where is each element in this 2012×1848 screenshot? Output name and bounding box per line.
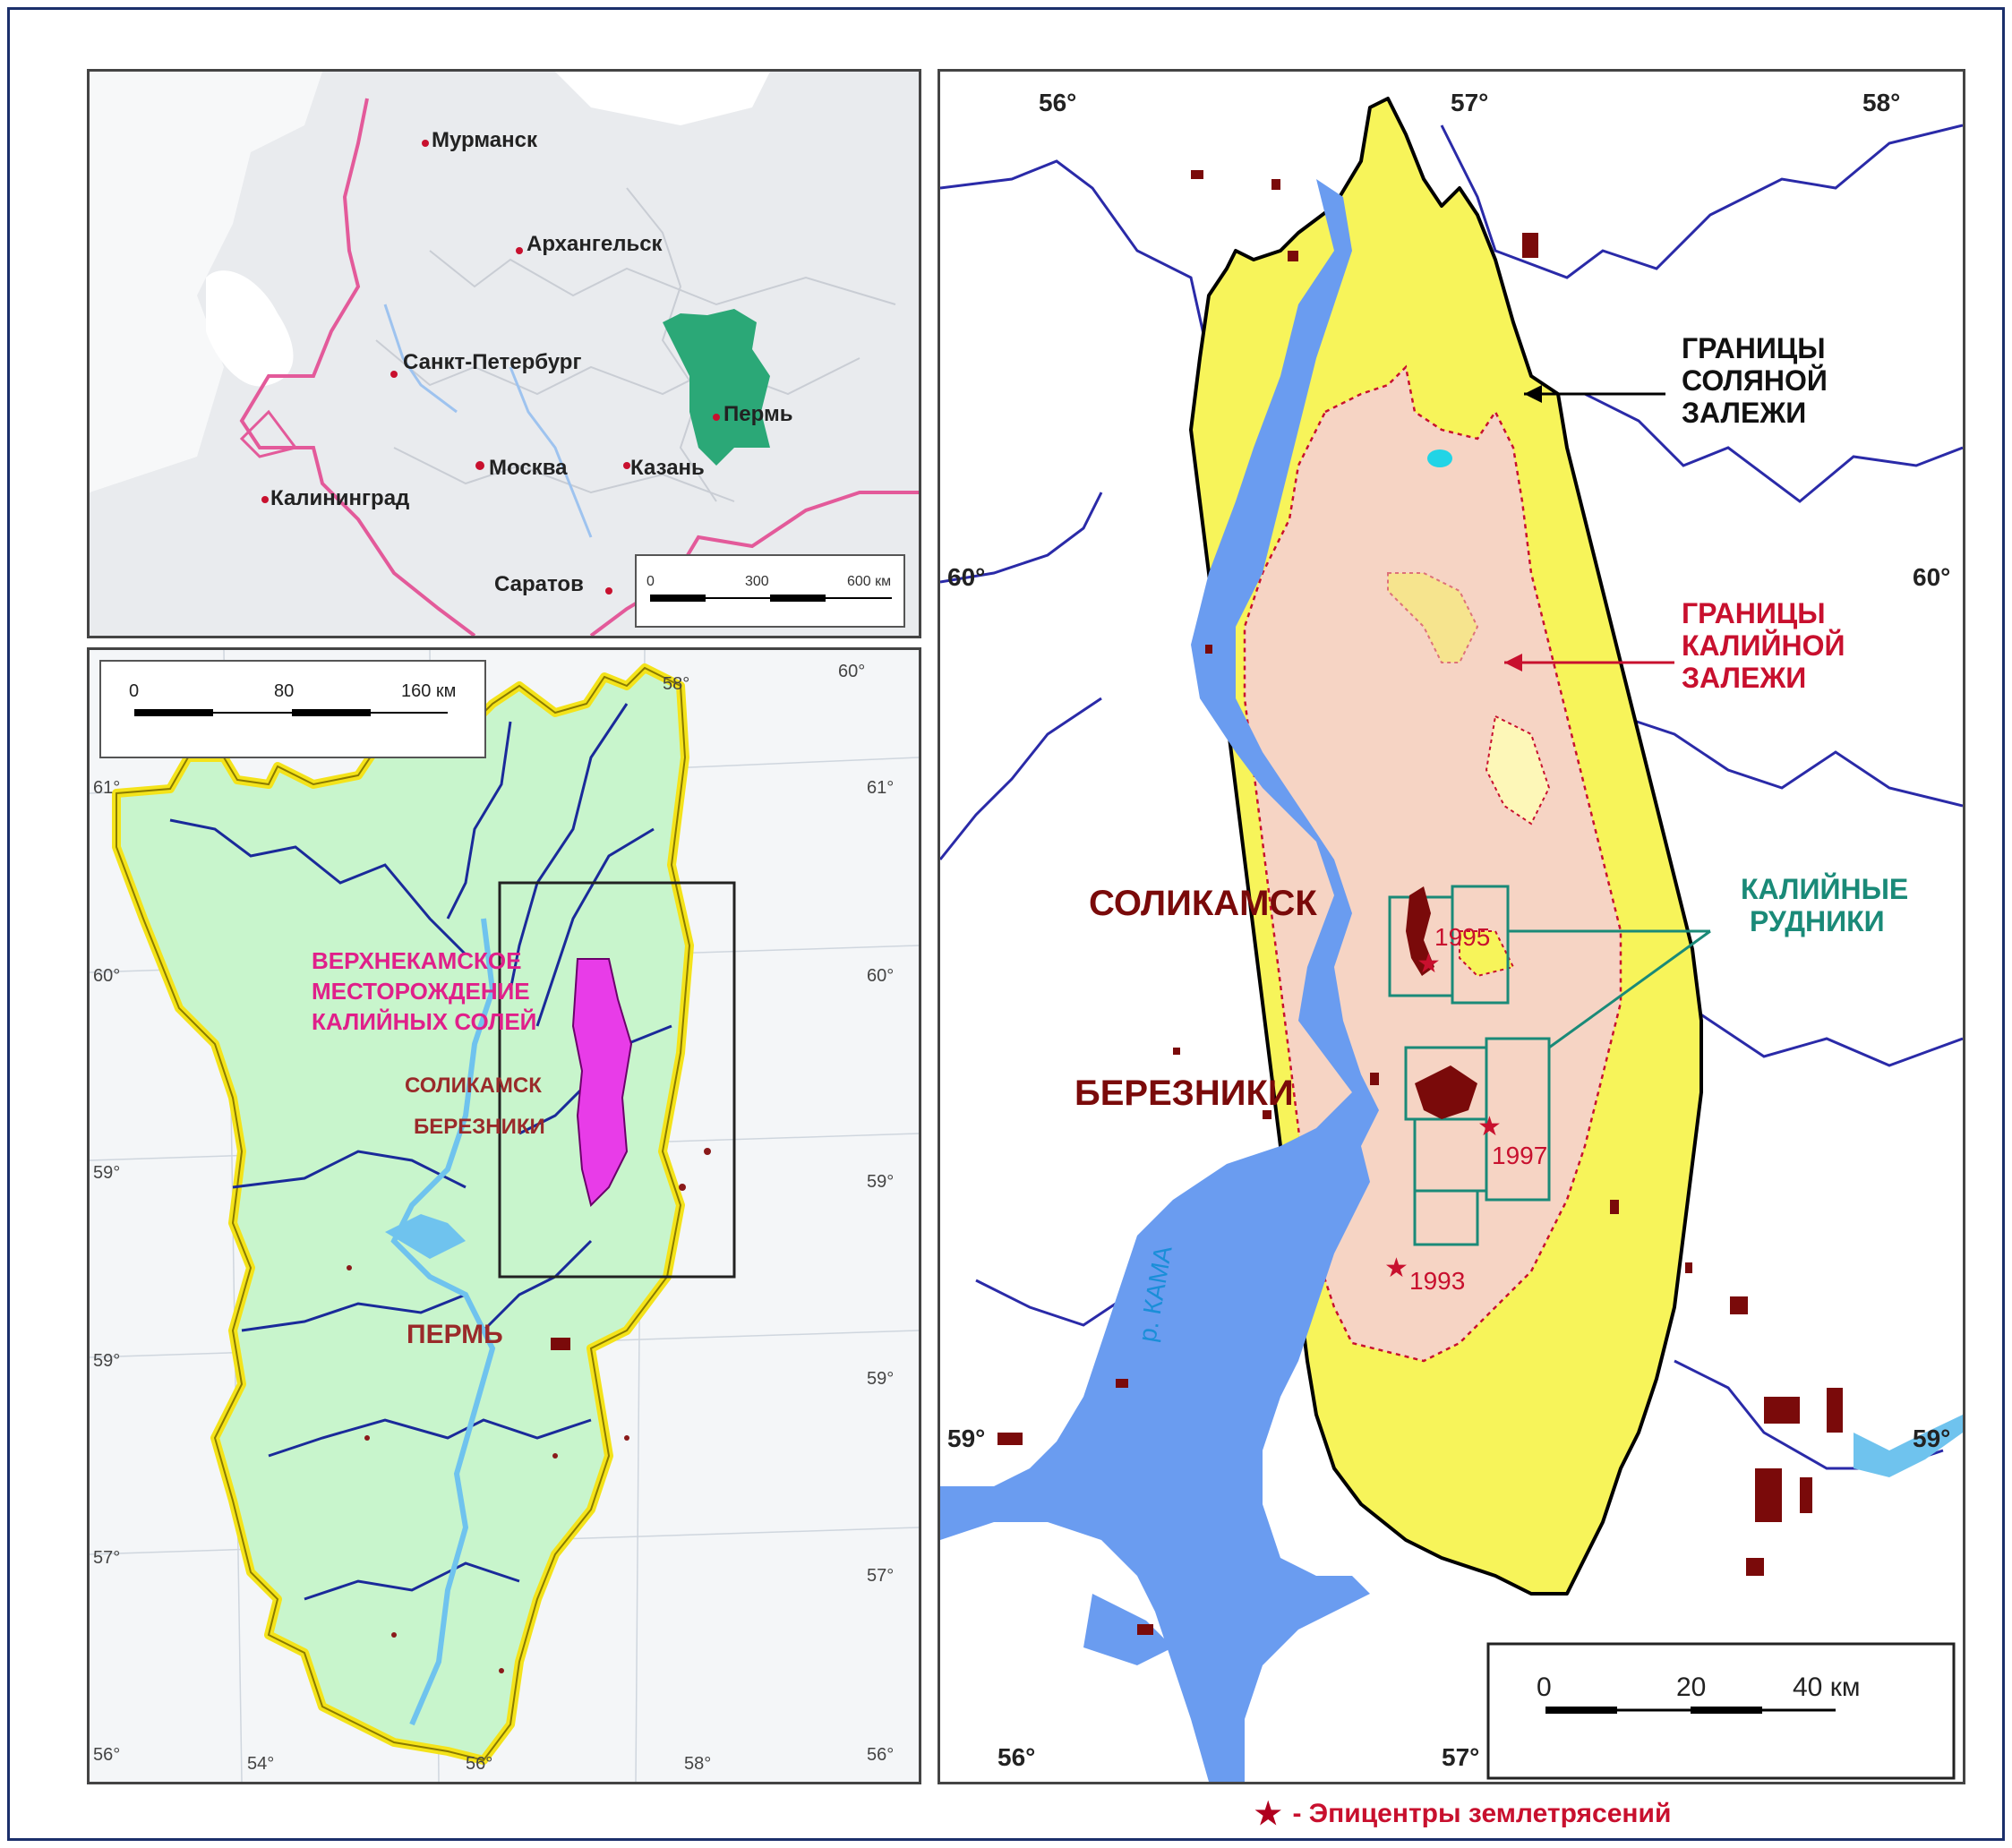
mines-label-2: РУДНИКИ [1750, 905, 1885, 937]
epicenter-year-1993: 1993 [1409, 1267, 1465, 1295]
epicenter-star-icon: ★ [1254, 1797, 1282, 1831]
city-label-st-petersburg: Санкт-Петербург [403, 350, 581, 374]
city-label-arkhangelsk: Архангельск [527, 232, 664, 256]
region-lat-right-5: 56° [867, 1745, 894, 1765]
study-area-rectangle [498, 881, 736, 1279]
region-lon-bottom-0: 54° [247, 1754, 274, 1774]
city-label-saratov: Саратов [494, 572, 584, 596]
region-lon-bottom-1: 56° [466, 1754, 492, 1774]
deposit-label-solikamsk: СОЛИКАМСК [1089, 884, 1317, 923]
epicenter-star-1995: ★ [1417, 949, 1441, 979]
potash-boundary-label-2: КАЛИЙНОЙ [1682, 629, 1845, 662]
inset-scale-tick-1: 300 [745, 574, 769, 589]
epicenter-year-1995: 1995 [1434, 923, 1490, 951]
deposit-scale-tick-1: 20 [1676, 1673, 1706, 1702]
salt-boundary-label-3: ЗАЛЕЖИ [1682, 397, 1806, 429]
city-label-kaliningrad: Калининград [270, 486, 409, 510]
salt-boundary-label-1: ГРАНИЦЫ [1682, 332, 1826, 364]
region-lat-left-5: 56° [93, 1745, 120, 1765]
region-lat-left-0: 61° [93, 778, 120, 798]
region-lat-right-2: 59° [867, 1172, 894, 1192]
region-label-perm: ПЕРМЬ [407, 1320, 503, 1349]
region-lon-top-1: 60° [838, 662, 865, 681]
region-lat-left-2: 59° [93, 1163, 120, 1183]
potash-boundary-label-1: ГРАНИЦЫ [1682, 597, 1826, 629]
figure-frame: Мурманск Архангельск Санкт-Петербург Пер… [7, 7, 2005, 1841]
kama-river-region [390, 918, 496, 1726]
region-lat-right-0: 61° [867, 778, 894, 798]
inset-scale-tick-2: 600 км [847, 574, 891, 589]
region-lat-right-1: 60° [867, 966, 894, 986]
deposit-magenta [571, 958, 633, 1207]
deposit-detail-map: ★ ★ ★ 56° 57° 58° 60° 60° 59° 59° 56° 57… [938, 69, 1965, 1784]
russia-border [239, 98, 476, 636]
deposit-lon-top-1: 57° [1451, 89, 1488, 116]
city-area-solikamsk [1406, 886, 1434, 976]
deposit-lat-left-0: 60° [947, 563, 985, 591]
deposit-label-line-3: КАЛИЙНЫХ СОЛЕЙ [312, 1008, 536, 1035]
deposit-lon-bottom-1: 57° [1442, 1743, 1479, 1771]
deposit-scale-tick-2: 40 км [1793, 1673, 1860, 1702]
mine-berezniki-4 [1413, 1189, 1479, 1246]
deposit-label-berezniki: БЕРЕЗНИКИ [1074, 1074, 1294, 1113]
region-label-berezniki: БЕРЕЗНИКИ [414, 1115, 545, 1139]
deposit-scale-tick-0: 0 [1537, 1673, 1552, 1702]
deposit-lon-bottom-0: 56° [997, 1743, 1035, 1771]
earthquake-legend: ★ - Эпицентры землетрясений [1254, 1796, 1671, 1832]
deposit-lat-right-1: 59° [1913, 1424, 1950, 1452]
region-lat-left-1: 60° [93, 966, 120, 986]
perm-region-boundary [112, 663, 694, 1765]
deposit-lon-top-2: 58° [1862, 89, 1900, 116]
perm-region-inset [663, 309, 770, 466]
deposit-lat-left-1: 59° [947, 1424, 985, 1452]
region-scale-tick-2: 160 км [401, 681, 456, 701]
region-lat-right-3: 59° [867, 1369, 894, 1389]
epicenter-star-1997: ★ [1477, 1112, 1502, 1142]
region-lon-top-0: 58° [663, 674, 689, 694]
city-label-perm-inset: Пермь [723, 402, 792, 426]
epicenter-star-1993: ★ [1384, 1253, 1408, 1283]
potash-boundary-label-3: ЗАЛЕЖИ [1682, 662, 1806, 694]
city-label-moscow: Москва [489, 456, 568, 480]
region-scale-tick-1: 80 [274, 681, 294, 701]
deposit-label-line-2: МЕСТОРОЖДЕНИЕ [312, 978, 530, 1005]
kama-river [940, 179, 1379, 1782]
region-lat-left-4: 57° [93, 1548, 120, 1568]
city-label-murmansk: Мурманск [432, 128, 538, 152]
deposit-label-line-1: ВЕРХНЕКАМСКОЕ [312, 947, 521, 974]
region-scale-tick-0: 0 [129, 681, 139, 701]
region-lat-left-3: 59° [93, 1351, 120, 1371]
mines-label-1: КАЛИЙНЫЕ [1741, 873, 1908, 905]
city-label-kazan: Казань [630, 456, 705, 480]
inset-russia-map: Мурманск Архангельск Санкт-Петербург Пер… [87, 69, 921, 638]
region-label-solikamsk: СОЛИКАМСК [405, 1074, 542, 1098]
legend-text: - Эпицентры землетрясений [1292, 1799, 1672, 1828]
deposit-lon-top-0: 56° [1039, 89, 1076, 116]
city-area-berezniki [1415, 1065, 1477, 1119]
inset-scale-tick-0: 0 [646, 574, 655, 589]
deposit-lat-right-0: 60° [1913, 563, 1950, 591]
mine-solikamsk-2 [1451, 885, 1510, 1005]
inset-scale-box [635, 554, 905, 628]
epicenter-year-1997: 1997 [1492, 1142, 1547, 1169]
salt-boundary-label-2: СОЛЯНОЙ [1682, 364, 1828, 397]
region-lat-right-4: 57° [867, 1566, 894, 1586]
perm-region-map: 0 80 160 км 61° 60° 59° 59° 57° 56° 61° … [87, 647, 921, 1784]
region-lon-bottom-2: 58° [684, 1754, 711, 1774]
